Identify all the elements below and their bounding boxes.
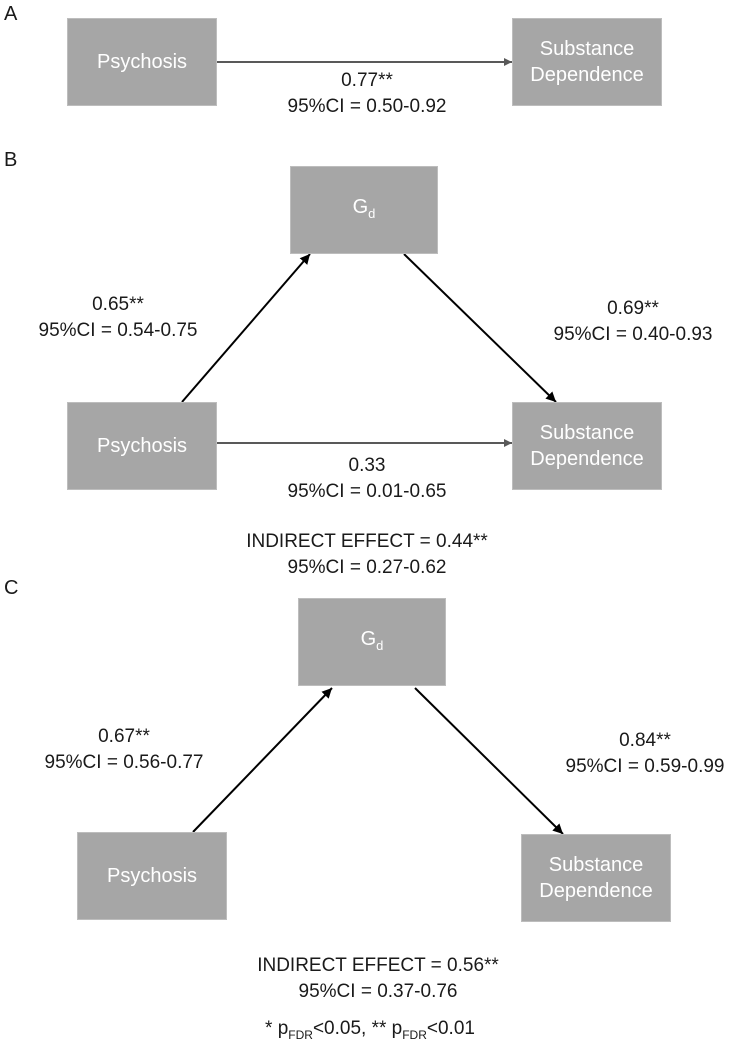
arrow-b-gd-to-substance [403, 253, 557, 403]
node-label-line-1: Substance [548, 854, 644, 876]
path-coef: 0.67** [98, 726, 150, 747]
gd-node-b: Gd [290, 166, 438, 254]
node-label: Psychosis [96, 435, 188, 457]
psychosis-node-a: Psychosis [67, 18, 217, 106]
substance-dependence-node-a: Substance Dependence [512, 18, 662, 106]
node-label-line-2: Dependence [530, 64, 644, 86]
node-label: Gd [352, 195, 376, 221]
path-label-c-psychosis-gd: 0.67** 95%CI = 0.56-0.77 [45, 724, 204, 776]
indirect-effect-c: INDIRECT EFFECT = 0.56** 95%CI = 0.37-0.… [257, 953, 499, 1005]
indirect-effect-ci: 95%CI = 0.27-0.62 [287, 557, 447, 578]
node-label-line-2: Dependence [530, 448, 644, 470]
arrow-c-psychosis-to-gd [192, 687, 333, 833]
path-coef: 0.77** [341, 70, 393, 91]
indirect-effect-text: INDIRECT EFFECT = 0.44** [246, 531, 488, 552]
path-label-a-direct: 0.77** 95%CI = 0.50-0.92 [288, 68, 447, 120]
arrow-b-psychosis-to-gd [181, 253, 311, 403]
indirect-effect-b: INDIRECT EFFECT = 0.44** 95%CI = 0.27-0.… [246, 529, 488, 581]
path-label-b-direct: 0.33 95%CI = 0.01-0.65 [288, 453, 447, 505]
psychosis-node-b: Psychosis [67, 402, 217, 490]
path-label-b-gd-substance: 0.69** 95%CI = 0.40-0.93 [554, 296, 713, 348]
node-label-line-2: Dependence [539, 880, 653, 902]
indirect-effect-text: INDIRECT EFFECT = 0.56** [257, 955, 499, 976]
path-label-c-gd-substance: 0.84** 95%CI = 0.59-0.99 [566, 728, 725, 780]
node-label-line-1: Substance [539, 422, 635, 444]
psychosis-node-c: Psychosis [77, 832, 227, 920]
panel-letter-b: B [4, 149, 18, 171]
path-coef: 0.33 [348, 455, 386, 476]
node-label: Psychosis [106, 865, 198, 887]
significance-footnote: * pFDR<0.05, ** pFDR<0.01 [265, 1018, 475, 1042]
path-ci: 95%CI = 0.54-0.75 [38, 320, 198, 341]
path-coef: 0.84** [619, 730, 671, 751]
arrow-c-gd-to-substance [414, 687, 564, 835]
substance-dependence-node-b: Substance Dependence [512, 402, 662, 490]
path-ci: 95%CI = 0.56-0.77 [44, 752, 204, 773]
path-ci: 95%CI = 0.59-0.99 [565, 756, 725, 777]
path-coef: 0.65** [92, 294, 144, 315]
gd-node-c: Gd [298, 598, 446, 686]
node-label: Gd [360, 627, 384, 653]
path-coef: 0.69** [607, 298, 659, 319]
panel-letter-c: C [4, 577, 19, 599]
path-ci: 95%CI = 0.01-0.65 [287, 481, 447, 502]
path-label-b-psychosis-gd: 0.65** 95%CI = 0.54-0.75 [39, 292, 198, 344]
panel-letter-a: A [4, 3, 18, 25]
path-ci: 95%CI = 0.40-0.93 [553, 324, 713, 345]
indirect-effect-ci: 95%CI = 0.37-0.76 [298, 981, 458, 1002]
substance-dependence-node-c: Substance Dependence [521, 834, 671, 922]
node-label: Psychosis [96, 51, 188, 73]
path-ci: 95%CI = 0.50-0.92 [287, 96, 447, 117]
node-label-line-1: Substance [539, 38, 635, 60]
